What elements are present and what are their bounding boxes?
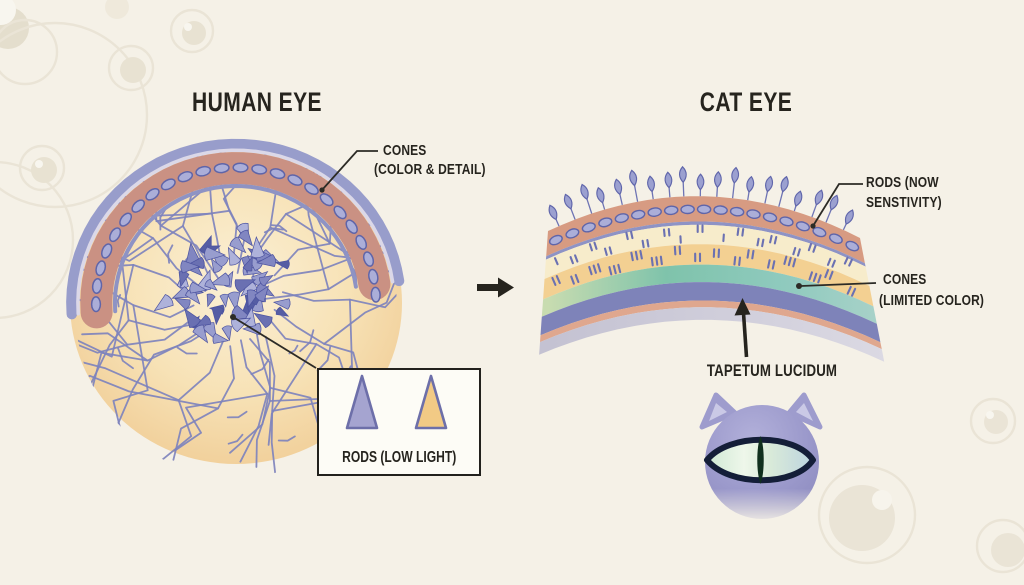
rods-legend-box: RODS (LOW LIGHT) [317, 368, 481, 476]
cat-head-illustration [699, 392, 823, 519]
cat-cones-leader-line [800, 282, 877, 287]
cat-retina-cross-section [539, 165, 885, 362]
cones-arc-band [66, 138, 405, 329]
cat-eye-title: CAT EYE [687, 87, 806, 118]
human-cones-leader-dot [319, 187, 325, 193]
cat-rods-label: RODS (NOW SENSTIVITY) [866, 173, 961, 213]
cat-eye-title-text: CAT EYE [699, 87, 793, 117]
tapetum-label: TAPETUM LUCIDUM [689, 361, 856, 380]
layer-choroid-band [540, 300, 882, 350]
human-eye-title-text: HUMAN EYE [192, 87, 322, 117]
layer-tapetum-band [540, 282, 881, 343]
legend-rod-cone-purple [345, 374, 379, 430]
rod-drops [548, 165, 854, 231]
cat-cones-label-line1: CONES [883, 271, 927, 288]
legend-cones [345, 374, 448, 430]
human-rods-leader-dot [230, 314, 236, 320]
cat-rods-label-line2: SENSTIVITY) [866, 194, 942, 211]
layer-inner-nuclear-band [544, 224, 870, 286]
layer-rod-cell-band [546, 196, 865, 264]
cat-rods-leader-line [812, 183, 863, 227]
layer-reflective-band [541, 264, 877, 324]
legend-label-text: RODS (LOW LIGHT) [341, 449, 457, 466]
human-cones-label-line2: (COLOR & DETAIL) [374, 161, 486, 178]
cat-rods-label-line1: RODS (NOW [866, 174, 939, 191]
human-cones-label: CONES (COLOR & DETAIL) [374, 141, 514, 179]
cat-eye-pupil [757, 436, 764, 484]
human-cones-label-line1: CONES [383, 142, 427, 159]
cat-cones-label: CONES (LIMITED COLOR) [879, 269, 1010, 311]
rods-cluster [153, 222, 291, 344]
cat-ear-right-inner [796, 403, 813, 421]
cell-row [548, 204, 860, 252]
leader-lines [230, 150, 877, 369]
human-eye-title: HUMAN EYE [174, 87, 341, 118]
tapetum-arrow [734, 298, 751, 358]
retina-layers [539, 196, 885, 362]
cat-cones-leader-dot [796, 283, 802, 289]
cat-rods-leader-dot [810, 223, 816, 229]
human-cones-leader-line [321, 150, 378, 191]
legend-label: RODS (LOW LIGHT) [319, 449, 479, 467]
tapetum-label-text: TAPETUM LUCIDUM [706, 361, 838, 380]
receptor-dashes [551, 224, 857, 297]
cat-ear-left-inner [709, 403, 727, 421]
cat-cones-label-line2: (LIMITED COLOR) [879, 292, 985, 309]
human-rods-leader-line [232, 316, 317, 369]
legend-cone-yellow [414, 374, 448, 430]
flow-arrow [477, 277, 514, 298]
layer-sclera-band [539, 307, 885, 362]
